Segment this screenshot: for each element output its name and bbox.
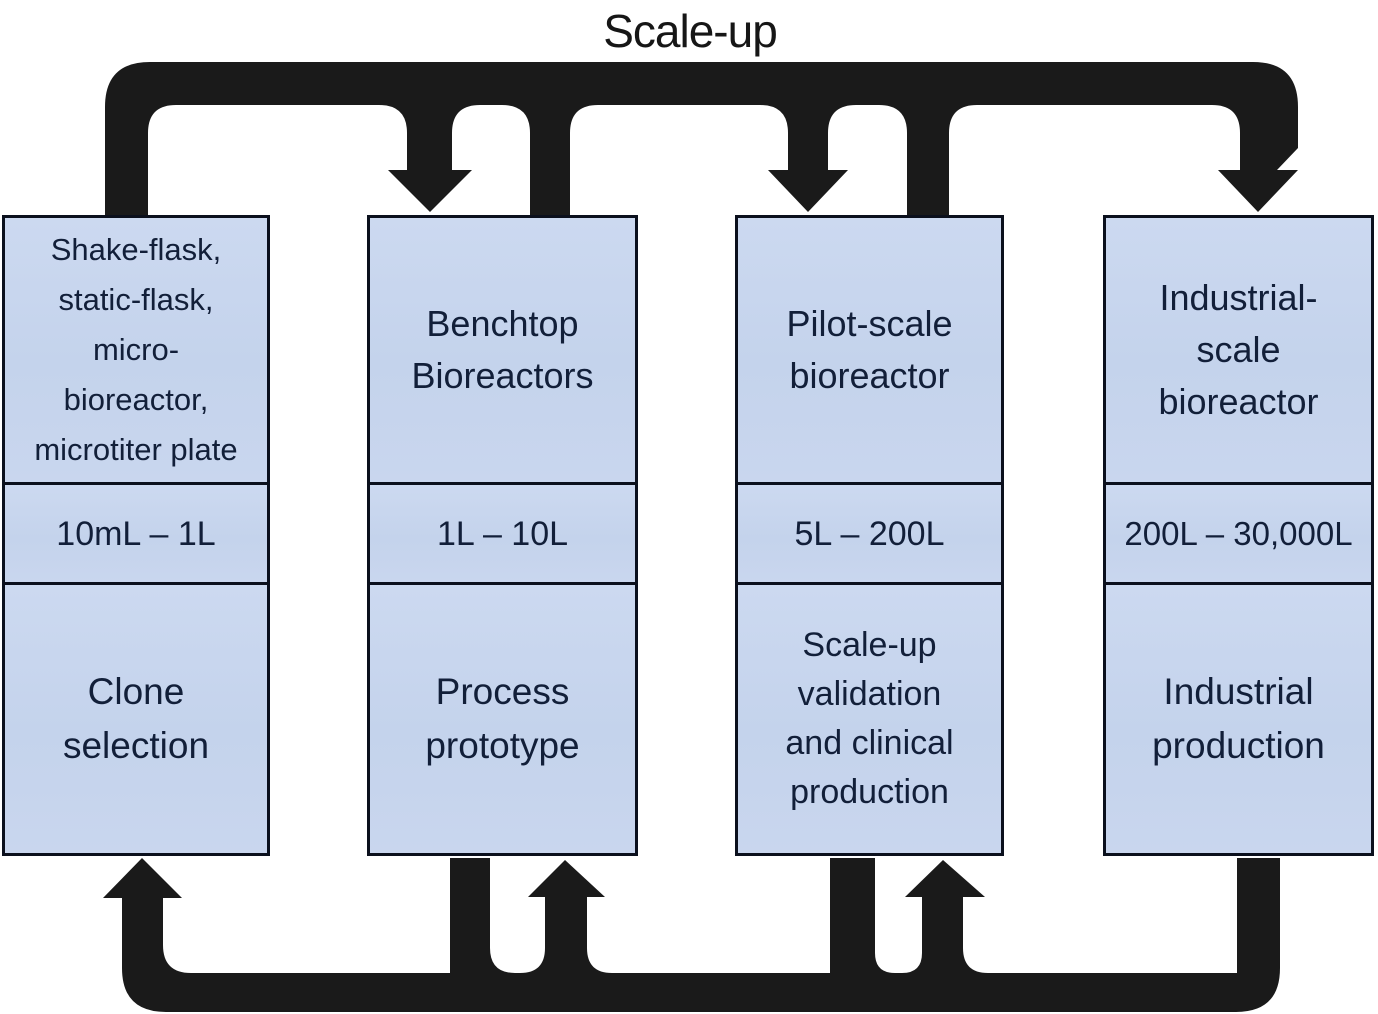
- volume-range-label: 5L – 200L: [738, 485, 1001, 585]
- volume-range-label: 200L – 30,000L: [1106, 485, 1371, 585]
- purpose-label: Industrial production: [1106, 585, 1371, 853]
- diagram-title: Scale-up: [0, 4, 1378, 58]
- equipment-label: Benchtop Bioreactors: [370, 218, 635, 485]
- scale-up-arrows-icon: [105, 62, 1298, 218]
- stage-column-lab-scale: Shake-flask, static-flask, micro- biorea…: [2, 215, 270, 856]
- diagram-title-text: Scale-up: [603, 5, 778, 57]
- purpose-label: Clone selection: [5, 585, 267, 853]
- stage-column-benchtop: Benchtop Bioreactors 1L – 10L Process pr…: [367, 215, 638, 856]
- stage-column-industrial-scale: Industrial- scale bioreactor 200L – 30,0…: [1103, 215, 1374, 856]
- equipment-label: Shake-flask, static-flask, micro- biorea…: [5, 218, 267, 485]
- volume-range-label: 10mL – 1L: [5, 485, 267, 585]
- feedback-arrows-icon: [103, 858, 1280, 1012]
- volume-range-label: 1L – 10L: [370, 485, 635, 585]
- equipment-label: Pilot-scale bioreactor: [738, 218, 1001, 485]
- stage-column-pilot-scale: Pilot-scale bioreactor 5L – 200L Scale-u…: [735, 215, 1004, 856]
- purpose-label: Process prototype: [370, 585, 635, 853]
- equipment-label: Industrial- scale bioreactor: [1106, 218, 1371, 485]
- purpose-label: Scale-up validation and clinical product…: [738, 585, 1001, 853]
